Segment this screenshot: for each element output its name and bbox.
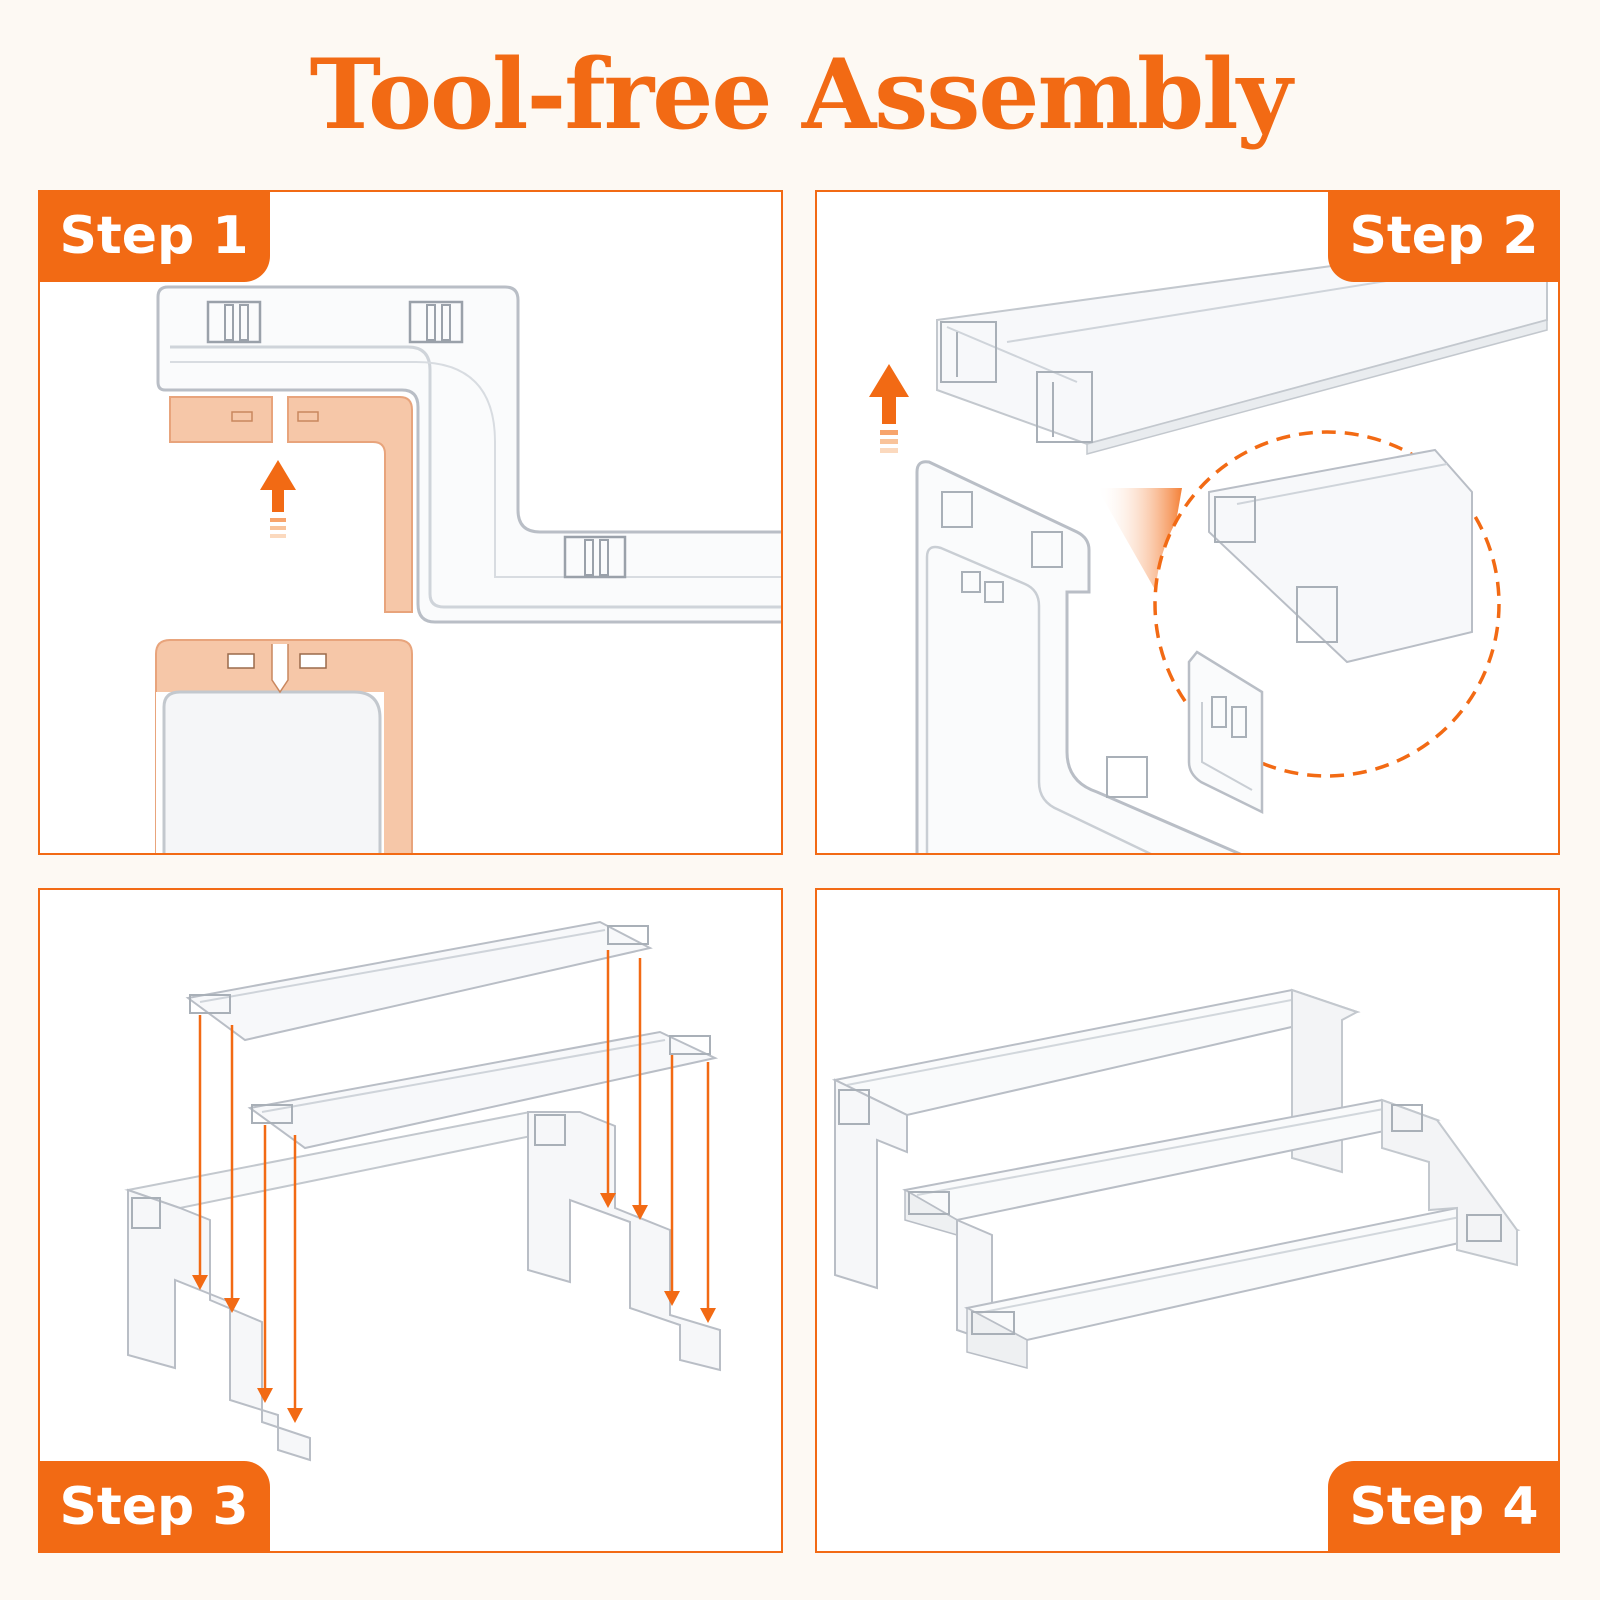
step-3-panel: Step 3 [38, 888, 783, 1553]
step-3-badge: Step 3 [40, 1461, 270, 1551]
arrow-down-icon [198, 950, 710, 1415]
step-2-panel: Step 2 [815, 190, 1560, 855]
step-4-panel: Step 4 [815, 888, 1560, 1553]
arrow-up-icon [260, 460, 296, 538]
step-4-illustration [831, 988, 1521, 1369]
step-3-illustration [124, 920, 721, 1462]
step-4-badge: Step 4 [1328, 1461, 1558, 1551]
step-1-panel: Step 1 [38, 190, 783, 855]
step-1-badge: Step 1 [40, 192, 270, 282]
page-title: Tool-free Assembly [309, 38, 1293, 151]
zoom-circle-icon [1153, 430, 1501, 815]
step-1-illustration [155, 285, 781, 853]
step-2-illustration [869, 241, 1548, 853]
step-2-badge: Step 2 [1328, 192, 1558, 282]
arrow-up-icon [869, 364, 909, 453]
